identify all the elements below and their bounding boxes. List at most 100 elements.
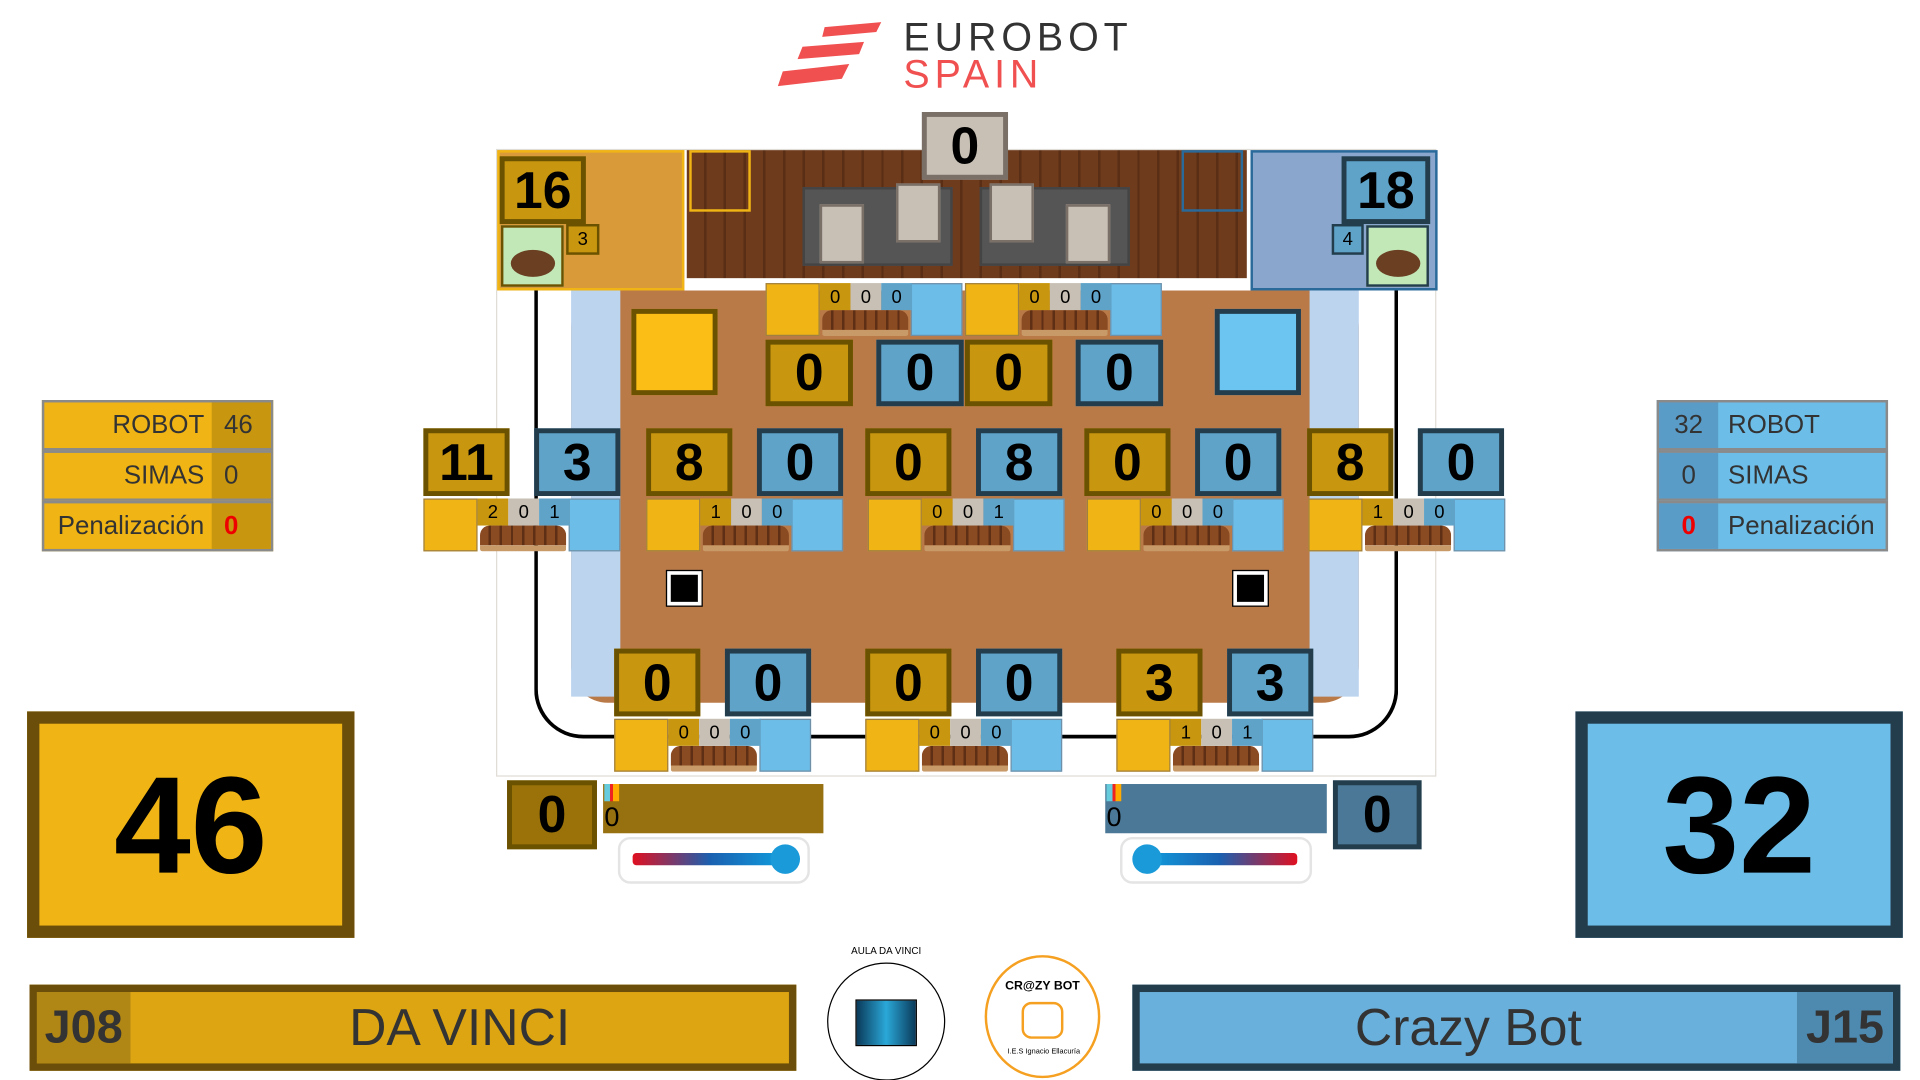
logo-stripes-icon <box>777 22 882 87</box>
crate-counter: 0 <box>1171 498 1203 526</box>
crate-counter: 0 <box>919 718 951 746</box>
crate-counter: 0 <box>921 498 953 526</box>
crate-counter: 0 <box>1019 283 1050 311</box>
flag-icon <box>604 784 620 802</box>
panel-label: ROBOT <box>1728 410 1820 439</box>
yellow-total-score: 46 <box>27 711 355 938</box>
crate-counter: 0 <box>731 498 762 526</box>
crate-blue-slot <box>1261 718 1314 772</box>
blue-team-name: Crazy Bot <box>1354 998 1582 1057</box>
crate-counter: 1 <box>539 498 570 526</box>
crate-counter: 0 <box>1201 718 1233 746</box>
crate-icon <box>1172 745 1260 772</box>
crate-yellow-slot <box>1116 718 1171 772</box>
flag-icon <box>1106 784 1122 802</box>
crate-counter: 0 <box>699 718 730 746</box>
panel-label: SIMAS <box>123 460 205 490</box>
crate-counter: 0 <box>668 718 700 746</box>
crate-counter: 1 <box>700 498 732 526</box>
crate-blue-slot <box>568 498 621 552</box>
crate-blue-slot <box>1110 283 1162 337</box>
crate-blue-slot <box>1453 498 1506 552</box>
crate-blue-slot <box>1012 498 1065 552</box>
blue-team-bar: Crazy Bot J15 <box>1132 984 1901 1071</box>
crate-counter: 0 <box>952 498 984 526</box>
crate-counter: 0 <box>1202 498 1234 526</box>
crate-icon <box>480 525 567 552</box>
yellow-nest-score: 16 <box>499 156 586 225</box>
crate-counter: 0 <box>819 283 851 311</box>
nest-icon <box>500 225 564 287</box>
aruco-marker-icon <box>665 569 703 607</box>
aruco-marker-icon <box>1232 569 1269 607</box>
crate-counter: 1 <box>1170 718 1202 746</box>
crate-yellow-slot <box>1086 498 1141 552</box>
middle-score: 8 <box>1307 428 1394 497</box>
crate-icon <box>702 525 789 552</box>
blue-bar-value: 0 <box>1106 801 1122 833</box>
yellow-area <box>631 308 718 396</box>
panel-value: 32 <box>1659 402 1719 449</box>
panel-label: Penalización <box>1728 511 1875 540</box>
crate-yellow-slot <box>646 498 701 552</box>
top-score: 0 <box>964 339 1053 407</box>
crate-counter: 0 <box>1393 498 1425 526</box>
crate-yellow-slot <box>423 498 478 552</box>
crate-counter: 0 <box>850 283 882 311</box>
crate-counter: 2 <box>477 498 509 526</box>
crate-counter: 0 <box>950 718 981 746</box>
middle-score: 8 <box>976 428 1063 497</box>
panel-value: 0 <box>211 503 271 549</box>
crate-counter: 1 <box>1362 498 1394 526</box>
crate-counter: 1 <box>1232 718 1263 746</box>
panel-value: 0 <box>1659 452 1719 499</box>
bottom-score: 3 <box>1227 648 1314 717</box>
crate-yellow-slot <box>1308 498 1363 552</box>
crate-blue-slot <box>1232 498 1284 552</box>
bottom-score: 0 <box>865 648 952 717</box>
blue-nest-count: 4 <box>1331 224 1364 255</box>
logo-text-spain: SPAIN <box>903 51 1044 97</box>
bottom-score: 0 <box>614 648 701 717</box>
crate-blue-slot <box>791 498 844 552</box>
panel-label: ROBOT <box>112 410 205 439</box>
top-score: 0 <box>765 339 853 407</box>
yellow-progress-bar: 0 <box>603 784 824 834</box>
middle-score: 8 <box>646 428 733 497</box>
blue-thermometer <box>1120 836 1313 884</box>
yellow-side-score: 0 <box>507 780 597 850</box>
crate-blue-slot <box>1010 718 1063 772</box>
crate-icon <box>670 745 757 772</box>
top-score: 0 <box>876 339 964 407</box>
crate-counter: 0 <box>881 283 913 311</box>
yellow-team-logo: AULA DA VINCI <box>822 945 950 1080</box>
crate-yellow-slot <box>614 718 669 772</box>
crate-icon <box>822 310 909 337</box>
top-score: 0 <box>1075 339 1164 407</box>
bottom-score: 0 <box>976 648 1063 717</box>
panel-label: Penalización <box>57 511 205 540</box>
crate-icon <box>1021 310 1108 337</box>
crate-yellow-slot <box>964 283 1020 337</box>
nest-icon <box>1366 225 1429 287</box>
bottom-score: 3 <box>1116 648 1203 717</box>
middle-score: 0 <box>756 428 844 497</box>
blue-panel-row: 32 ROBOT <box>1656 400 1889 451</box>
crate-icon <box>1143 525 1230 552</box>
crate-counter: 0 <box>1049 283 1081 311</box>
bottom-score: 0 <box>724 648 812 717</box>
crate-icon <box>924 525 1011 552</box>
